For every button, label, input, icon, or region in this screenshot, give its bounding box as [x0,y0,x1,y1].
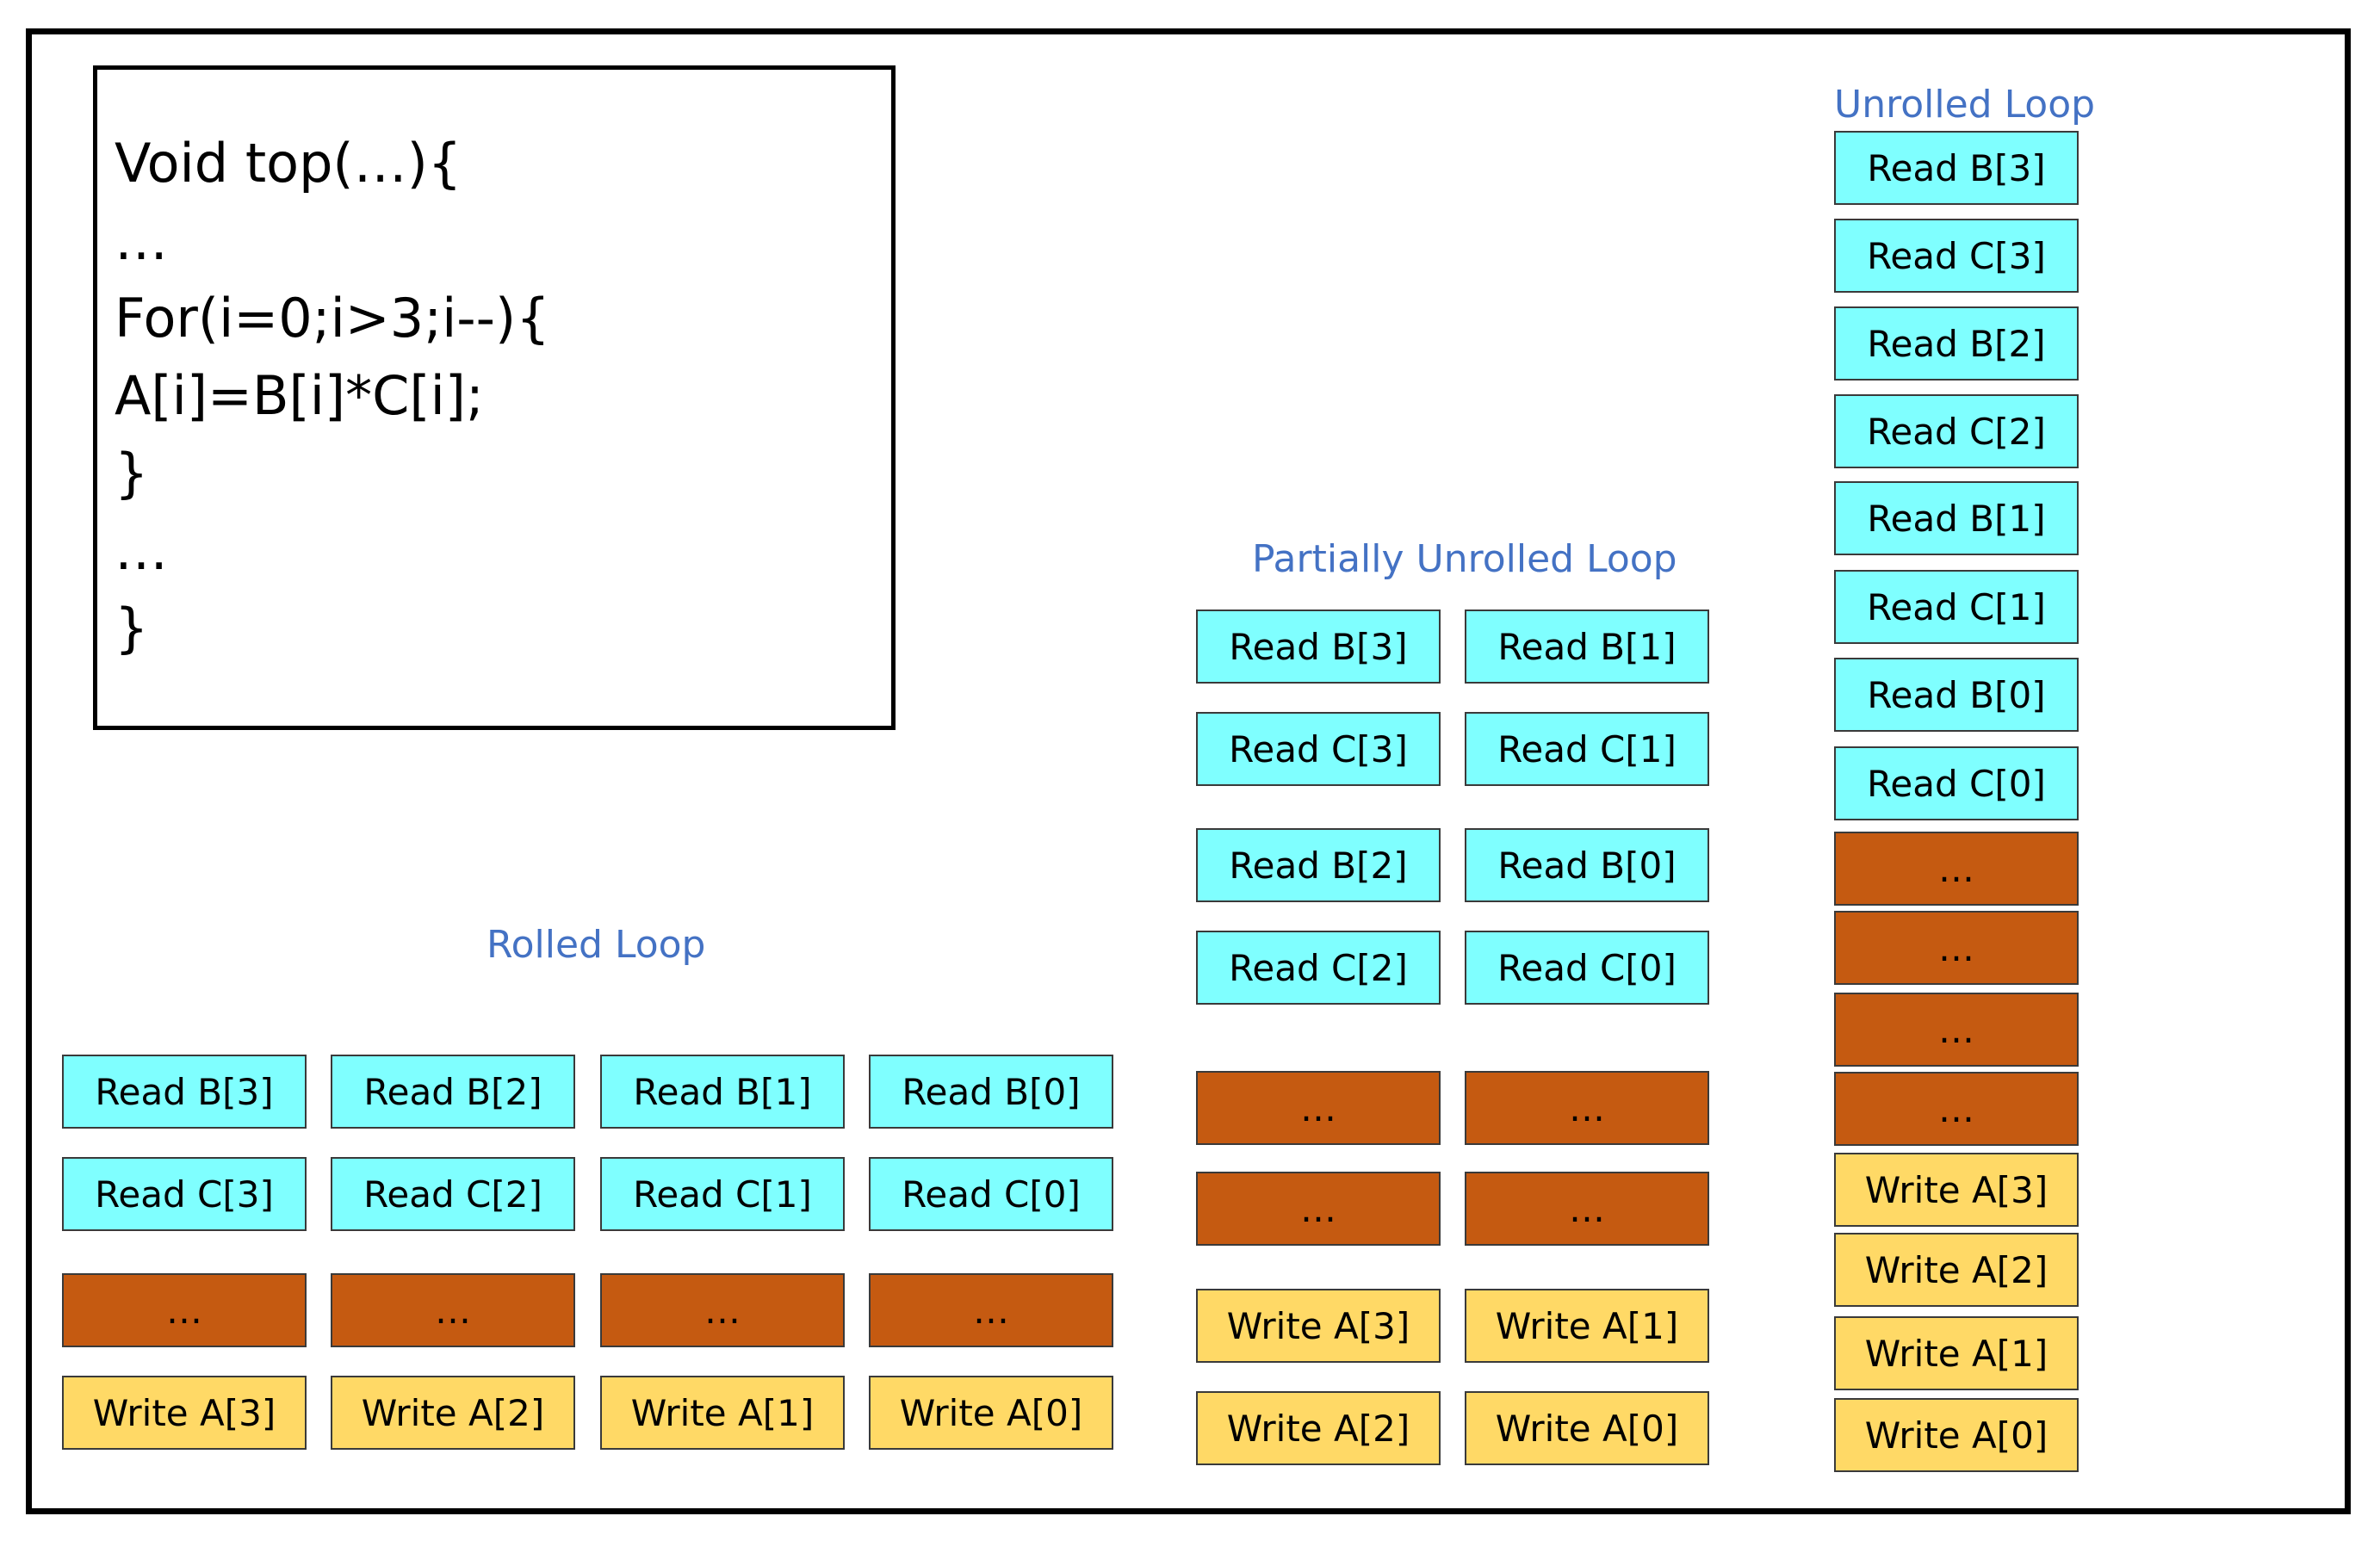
process-block: … [1834,1072,2079,1146]
code-line: A[i]=B[i]*C[i]; [115,364,484,427]
read-block: Read C[2] [331,1157,575,1231]
write-block: Write A[0] [869,1376,1113,1450]
read-block: Read C[0] [1834,746,2079,820]
process-block: … [1834,832,2079,906]
diagram-frame [26,28,2351,1514]
process-block: … [1465,1172,1709,1246]
process-block: … [869,1273,1113,1347]
partial-loop-title: Partially Unrolled Loop [1252,537,1677,581]
code-box: Void top(…){ … For(i=0;i>3;i--){ A[i]=B[… [93,65,896,730]
read-block: Read C[3] [1196,712,1441,786]
read-block: Read C[0] [1465,931,1709,1005]
read-block: Read B[0] [1465,828,1709,902]
process-block: … [1834,911,2079,985]
read-block: Read C[1] [1834,570,2079,644]
code-line: For(i=0;i>3;i--){ [115,287,550,350]
write-block: Write A[3] [1196,1289,1441,1363]
read-block: Read B[0] [869,1055,1113,1129]
read-block: Read C[2] [1834,394,2079,468]
read-block: Read C[2] [1196,931,1441,1005]
read-block: Read B[1] [1834,481,2079,555]
read-block: Read B[2] [1196,828,1441,902]
code-line: … [115,519,168,582]
read-block: Read C[3] [1834,219,2079,293]
write-block: Write A[3] [62,1376,307,1450]
read-block: Read C[3] [62,1157,307,1231]
code-line: } [115,597,149,659]
read-block: Read B[1] [1465,610,1709,684]
read-block: Read B[2] [1834,306,2079,381]
process-block: … [600,1273,845,1347]
write-block: Write A[2] [1834,1233,2079,1307]
write-block: Write A[1] [600,1376,845,1450]
read-block: Read C[1] [600,1157,845,1231]
read-block: Read B[1] [600,1055,845,1129]
unrolled-loop-title: Unrolled Loop [1834,83,2096,127]
write-block: Write A[1] [1834,1316,2079,1390]
process-block: … [1834,993,2079,1067]
code-line: } [115,442,149,504]
write-block: Write A[0] [1834,1398,2079,1472]
read-block: Read B[3] [62,1055,307,1129]
read-block: Read C[1] [1465,712,1709,786]
process-block: … [1465,1071,1709,1145]
process-block: … [1196,1172,1441,1246]
read-block: Read C[0] [869,1157,1113,1231]
read-block: Read B[3] [1196,610,1441,684]
write-block: Write A[3] [1834,1153,2079,1227]
write-block: Write A[1] [1465,1289,1709,1363]
read-block: Read B[3] [1834,131,2079,205]
write-block: Write A[2] [331,1376,575,1450]
process-block: … [331,1273,575,1347]
read-block: Read B[2] [331,1055,575,1129]
read-block: Read B[0] [1834,658,2079,732]
write-block: Write A[0] [1465,1391,1709,1465]
code-line: Void top(…){ [115,132,462,195]
process-block: … [62,1273,307,1347]
rolled-loop-title: Rolled Loop [487,923,706,967]
process-block: … [1196,1071,1441,1145]
write-block: Write A[2] [1196,1391,1441,1465]
code-line: … [115,209,168,272]
